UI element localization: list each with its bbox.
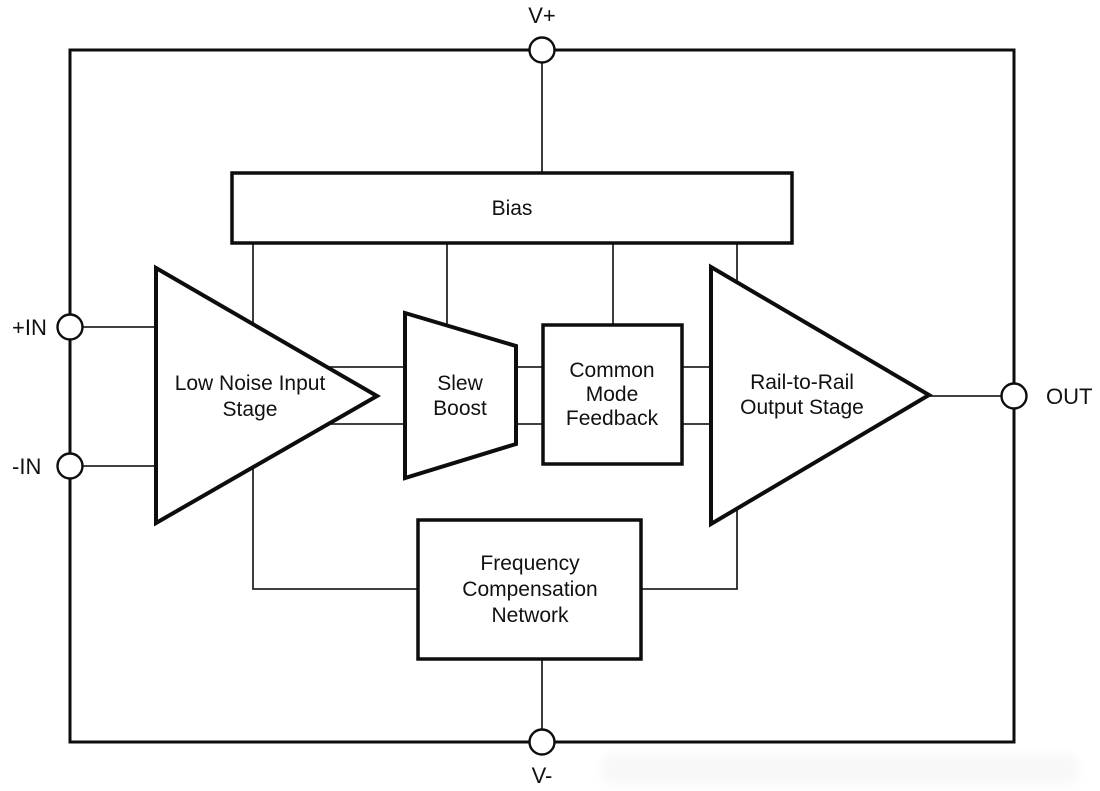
output-stage-label-line2: Output Stage bbox=[740, 396, 864, 419]
common-mode-feedback-box bbox=[541, 323, 684, 466]
terminal-pins bbox=[56, 36, 1028, 756]
wire-fcn-to-output-stage bbox=[635, 502, 738, 590]
cmf-label-line2: Mode bbox=[586, 383, 639, 406]
watermark-smudge bbox=[600, 752, 1080, 786]
fcn-label-line2: Compensation bbox=[462, 578, 597, 601]
inpos-label: +IN bbox=[12, 315, 47, 340]
inneg-label: -IN bbox=[12, 454, 41, 479]
vplus-label: V+ bbox=[528, 3, 556, 28]
input-stage-label-line1: Low Noise Input bbox=[175, 372, 326, 395]
vminus-terminal-circle bbox=[528, 728, 556, 756]
bias-label: Bias bbox=[492, 197, 533, 220]
out-label: OUT bbox=[1046, 384, 1092, 409]
output-stage-label-line1: Rail-to-Rail bbox=[750, 371, 854, 394]
fcn-label-line1: Frequency bbox=[480, 552, 580, 575]
frequency-compensation-box bbox=[416, 518, 643, 661]
out-terminal-circle bbox=[1000, 382, 1028, 410]
fcn-label-line3: Network bbox=[491, 604, 569, 627]
output-stage-triangle bbox=[709, 263, 933, 528]
slew-boost-label-line1: Slew bbox=[437, 372, 483, 395]
wire-input-stage-to-fcn bbox=[252, 460, 424, 590]
bias-box bbox=[230, 171, 794, 245]
cmf-label-line1: Common bbox=[569, 359, 654, 382]
labels: V+ V- +IN -IN OUT Bias Low Noise Input S… bbox=[12, 3, 1092, 788]
inpos-terminal-circle bbox=[56, 313, 84, 341]
input-stage-triangle bbox=[154, 264, 382, 527]
inneg-terminal-circle bbox=[56, 452, 84, 480]
input-stage-label-line2: Stage bbox=[223, 398, 278, 421]
vminus-label: V- bbox=[532, 763, 553, 788]
vplus-terminal-circle bbox=[528, 36, 556, 64]
slew-boost-trapezoid bbox=[403, 310, 518, 481]
cmf-label-line3: Feedback bbox=[566, 407, 659, 430]
slew-boost-label-line2: Boost bbox=[433, 397, 487, 420]
